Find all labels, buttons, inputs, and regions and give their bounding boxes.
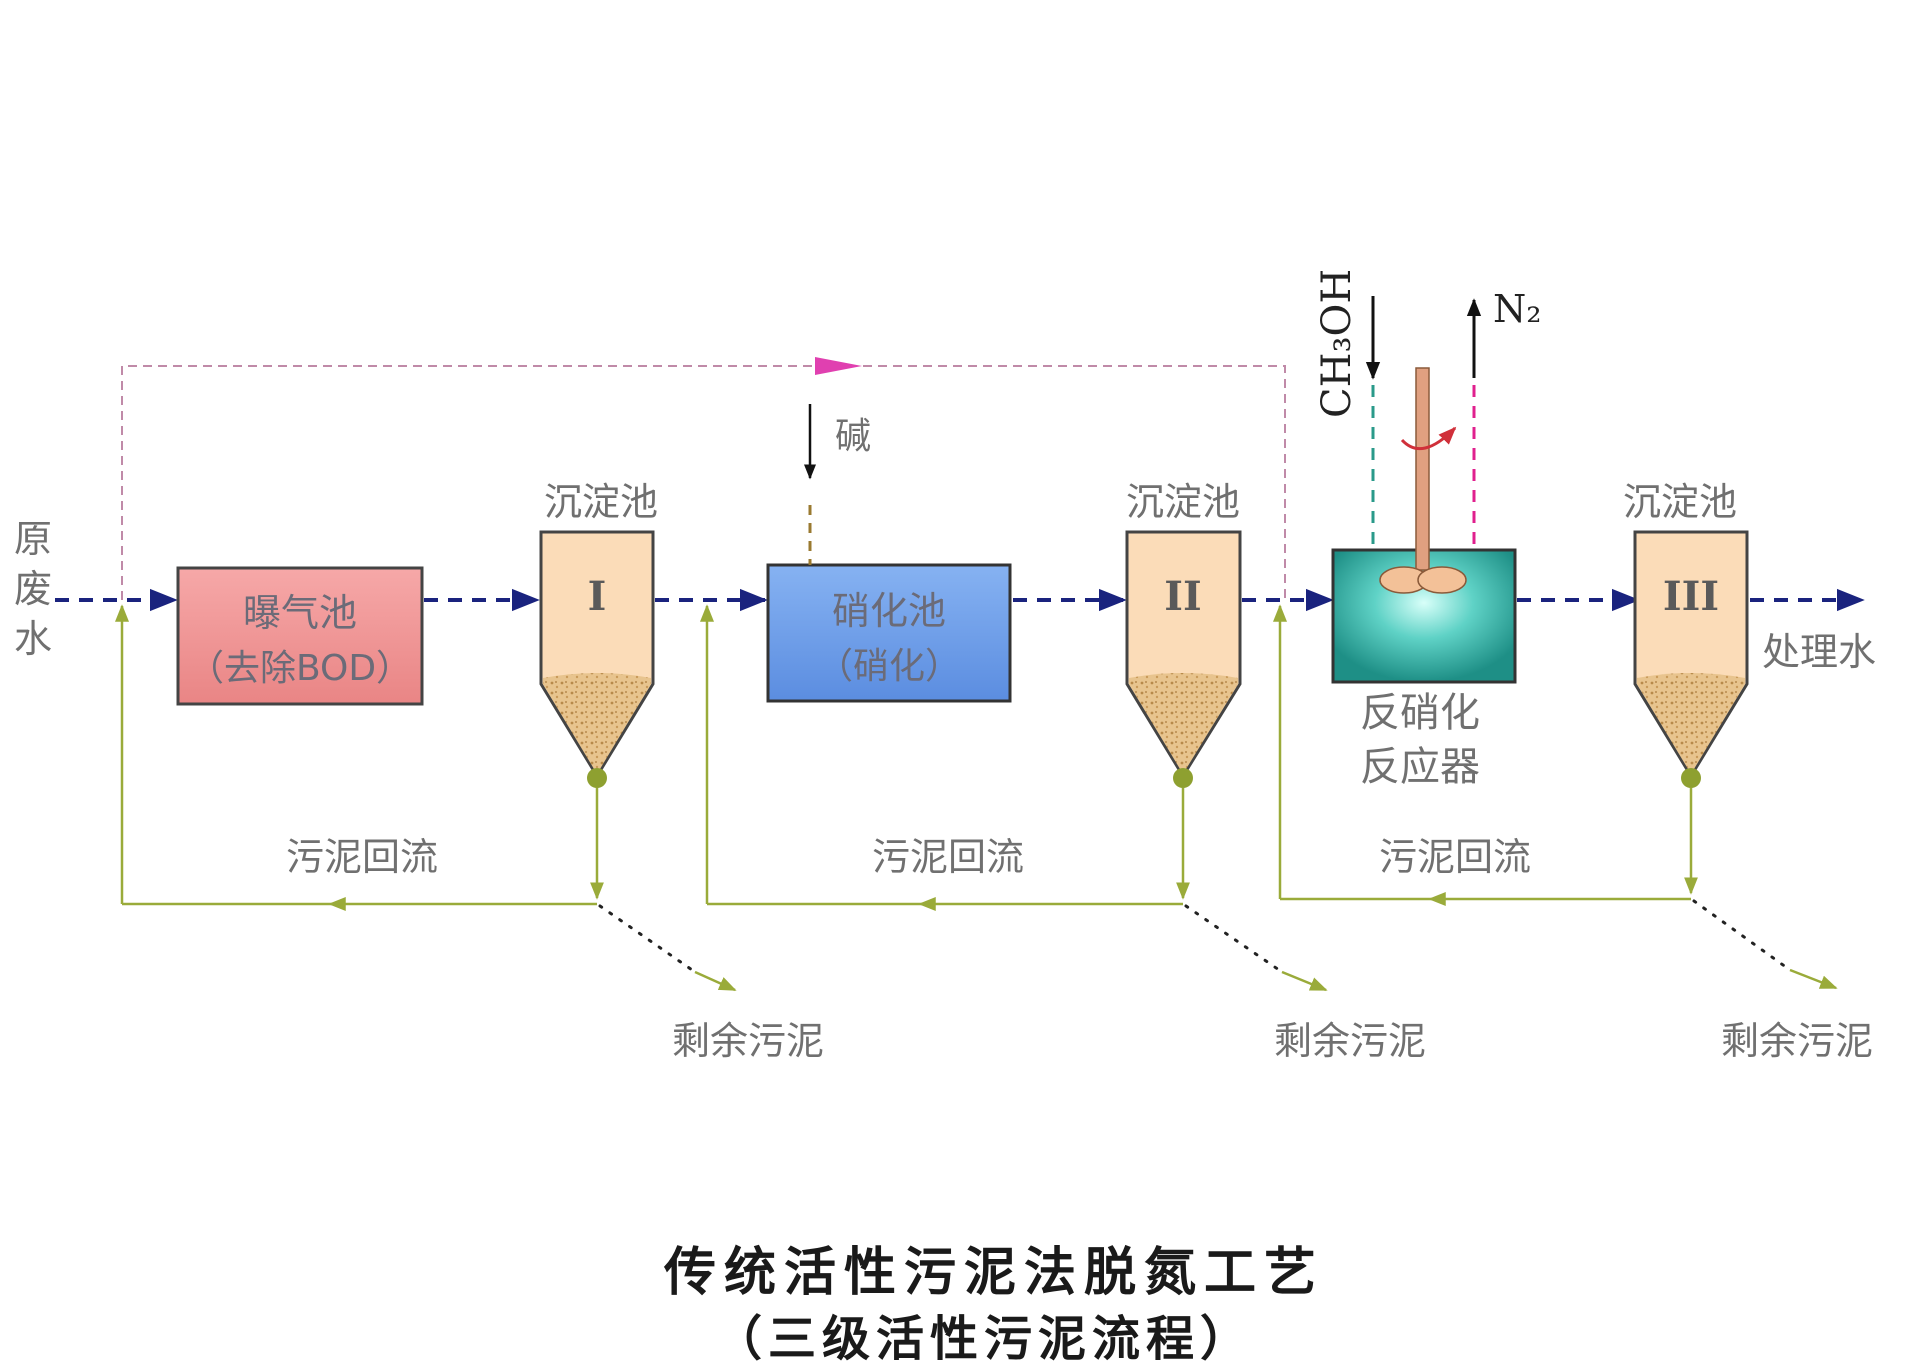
agitator-shaft xyxy=(1415,367,1430,571)
aeration-tank-name: 曝气池 xyxy=(243,591,357,635)
bypass-arrowhead xyxy=(815,357,862,375)
rotation-arrow xyxy=(1400,426,1457,450)
methanol-label: CH₃OH xyxy=(1314,269,1360,418)
clarifier-2-numeral: II xyxy=(1164,573,1201,620)
sludge-return-loop-1: 污泥回流 xyxy=(115,604,604,911)
excess-sludge-label-2: 剩余污泥 xyxy=(1274,1019,1426,1063)
reactor-label-line2: 反应器 xyxy=(1360,744,1480,790)
bypass-flow-line xyxy=(121,365,1286,600)
methanol-dosing: CH₃OH xyxy=(1314,269,1381,418)
outlet-label: 处理水 xyxy=(1762,630,1876,674)
clarifier-3-numeral: III xyxy=(1663,573,1719,620)
excess-sludge-3: 剩余污泥 xyxy=(1692,899,1873,1063)
clarifier-2: 沉淀池 II xyxy=(1125,480,1242,788)
reactor-label-line1: 反硝化 xyxy=(1360,690,1480,736)
excess-sludge-1: 剩余污泥 xyxy=(598,904,824,1063)
clarifier-1: 沉淀池 I xyxy=(539,480,658,788)
inlet-label-2: 废 xyxy=(14,567,52,611)
nitrogen-offgas: N₂ xyxy=(1466,287,1541,378)
inlet-label-3: 水 xyxy=(14,617,52,661)
aeration-tank-note: （去除BOD） xyxy=(188,648,412,689)
agitator-blade-right xyxy=(1417,566,1467,594)
diagram-title: 传统活性污泥法脱氮工艺 xyxy=(663,1242,1324,1303)
clarifier-1-numeral: I xyxy=(588,573,607,620)
sludge-return-loop-3: 污泥回流 xyxy=(1273,604,1698,906)
alkali-label: 碱 xyxy=(835,416,871,457)
alkali-dosing: 碱 xyxy=(804,404,871,565)
sludge-return-label-3: 污泥回流 xyxy=(1379,835,1531,879)
nitrification-tank: 硝化池 （硝化） xyxy=(766,563,1012,703)
clarifier-2-label: 沉淀池 xyxy=(1126,480,1240,524)
aeration-tank: 曝气池 （去除BOD） xyxy=(176,566,424,706)
sludge-return-loop-2: 污泥回流 xyxy=(700,604,1190,911)
sludge-return-label-1: 污泥回流 xyxy=(286,835,438,879)
excess-sludge-2: 剩余污泥 xyxy=(1184,904,1426,1063)
clarifier-1-label: 沉淀池 xyxy=(544,480,658,524)
clarifier-3-label: 沉淀池 xyxy=(1623,480,1737,524)
nitrogen-label: N₂ xyxy=(1493,287,1541,331)
sludge-return-label-2: 污泥回流 xyxy=(872,835,1024,879)
denitrification-reactor: 反硝化 反应器 xyxy=(1331,367,1517,790)
excess-sludge-label-3: 剩余污泥 xyxy=(1721,1019,1873,1063)
nitrification-tank-name: 硝化池 xyxy=(832,589,946,633)
inlet-label-1: 原 xyxy=(14,517,52,561)
excess-sludge-label-1: 剩余污泥 xyxy=(672,1019,824,1063)
nitrification-tank-note: （硝化） xyxy=(817,646,961,687)
diagram-subtitle: （三级活性污泥流程） xyxy=(714,1311,1254,1363)
clarifier-3: 沉淀池 III xyxy=(1623,480,1749,788)
